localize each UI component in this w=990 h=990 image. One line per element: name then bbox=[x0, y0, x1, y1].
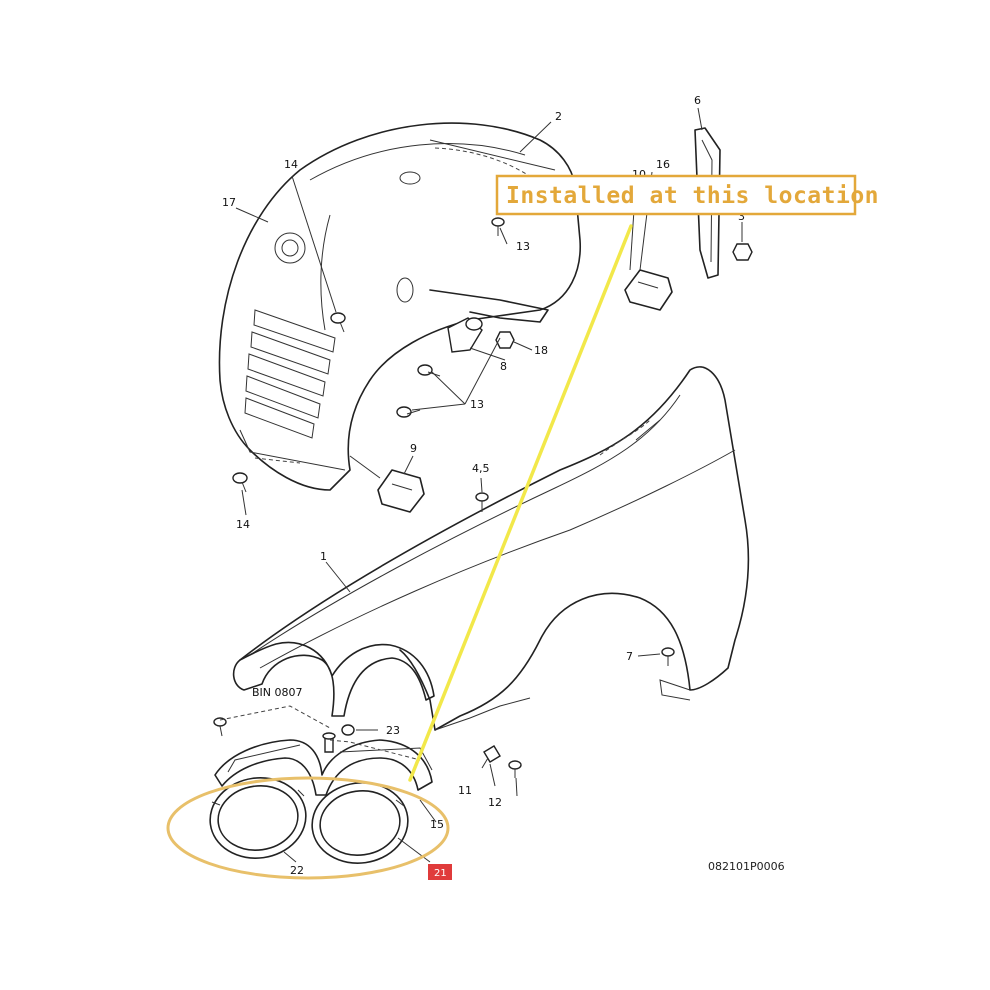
callout-3: 3 bbox=[738, 210, 745, 223]
yellow-pointer-line bbox=[408, 224, 633, 782]
bolt-11 bbox=[481, 745, 501, 769]
screw-13-a bbox=[417, 364, 441, 377]
callout-14-top: 14 bbox=[284, 158, 298, 171]
screw-4-5 bbox=[475, 492, 489, 512]
leader-lines bbox=[235, 107, 743, 863]
screw-bin-left bbox=[213, 717, 227, 737]
bin-label: BIN 0807 bbox=[252, 686, 303, 699]
callout-23: 23 bbox=[386, 724, 400, 737]
callout-21-highlight bbox=[428, 864, 452, 880]
callout-14-bottom: 14 bbox=[236, 518, 250, 531]
callout-1: 1 bbox=[320, 550, 327, 563]
annotation-overlay: Installed at this location bbox=[166, 174, 879, 880]
clip-9 bbox=[377, 469, 425, 513]
nut-18 bbox=[495, 331, 515, 349]
callout-11: 11 bbox=[458, 784, 472, 797]
callout-16: 16 bbox=[656, 158, 670, 171]
callout-12: 12 bbox=[488, 796, 502, 809]
front-fender bbox=[239, 366, 750, 731]
plug-8 bbox=[447, 317, 483, 353]
screw-14-top bbox=[330, 312, 346, 333]
stud-bin-center bbox=[322, 732, 336, 753]
wheel-arch-liner bbox=[218, 122, 581, 491]
nut-23 bbox=[341, 724, 355, 736]
clip-10 bbox=[624, 269, 673, 311]
liner-louvers bbox=[244, 309, 336, 439]
callout-9: 9 bbox=[410, 442, 417, 455]
headlamp-bracket bbox=[214, 739, 433, 796]
callout-13-top: 13 bbox=[516, 240, 530, 253]
headlamp-surround bbox=[232, 641, 435, 717]
callout-21: 21 bbox=[434, 868, 447, 879]
headlamp-ring-22 bbox=[209, 777, 307, 859]
screw-12 bbox=[508, 760, 522, 778]
callout-15: 15 bbox=[430, 818, 444, 831]
callout-17: 17 bbox=[222, 196, 236, 209]
annotation-box bbox=[495, 174, 857, 216]
callout-13: 13 bbox=[470, 398, 484, 411]
highlight-ring bbox=[166, 776, 450, 880]
screw-13-b bbox=[396, 406, 421, 418]
callout-8: 8 bbox=[500, 360, 507, 373]
seal-strip-6 bbox=[694, 127, 721, 279]
callout-18: 18 bbox=[534, 344, 548, 357]
headlamp-ring-21 bbox=[311, 782, 409, 864]
screw-13-top bbox=[491, 217, 505, 236]
callout-labels: 2 17 14 6 3 10 16 13 8 18 13 9 14 4,5 1 … bbox=[222, 94, 785, 880]
callout-2: 2 bbox=[555, 110, 562, 123]
diagram-code: 082101P0006 bbox=[708, 860, 785, 873]
screw-14-bottom bbox=[232, 472, 248, 493]
nut-3 bbox=[732, 243, 753, 261]
callout-4-5: 4,5 bbox=[472, 462, 490, 475]
callout-22: 22 bbox=[290, 864, 304, 877]
callout-7: 7 bbox=[626, 650, 633, 663]
annotation-text: Installed at this location bbox=[506, 183, 879, 209]
screw-7 bbox=[661, 647, 675, 666]
callout-6: 6 bbox=[694, 94, 701, 107]
